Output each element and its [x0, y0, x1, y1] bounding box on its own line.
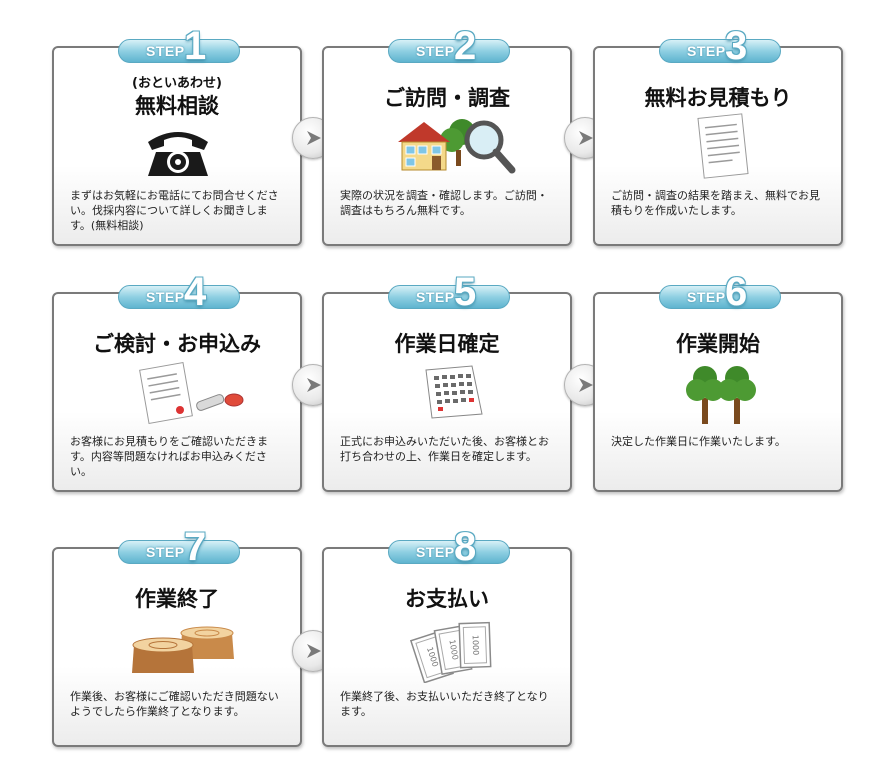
telephone-icon: [142, 124, 214, 184]
step-label: STEP: [146, 544, 185, 560]
step-card-8: STEP 8 お支払い 1000 1000 1000 作業終了後、お支払いいただ…: [322, 525, 572, 747]
step-card-7: STEP 7 作業終了 作業後、お客様にご確認いただき問題ないようでしたら作業終…: [52, 525, 302, 747]
step-description: 正式にお申込みいただいた後、お客様とお打ち合わせの上、作業日を確定します。: [340, 435, 549, 463]
trees-icon: [685, 360, 757, 432]
document-icon: [695, 112, 753, 186]
calendar-icon: [422, 362, 486, 426]
step-number: 2: [454, 24, 477, 68]
step-badge: STEP 1: [118, 24, 240, 68]
step-card-5: STEP 5 作業日確定 正式にお申込みいただいた後、お客様とお打ち合わせの上、…: [322, 270, 572, 492]
step-label: STEP: [687, 43, 726, 59]
step-title: お支払い: [405, 587, 489, 611]
step-label: STEP: [416, 544, 455, 560]
step-description: お客様にお見積もりをご確認いただきます。内容等問題なければお申込みください。: [70, 435, 268, 478]
step-title: 作業終了: [135, 587, 219, 611]
step-title: 作業開始: [676, 332, 760, 356]
step-description: 実際の状況を調査・確認します。ご訪問・調査はもちろん無料です。: [340, 189, 548, 217]
step-badge: STEP 7: [118, 525, 240, 569]
step-label: STEP: [687, 289, 726, 305]
step-number: 1: [184, 24, 207, 68]
step-number: 7: [184, 525, 207, 569]
tree-stumps-icon: [130, 625, 240, 683]
step-number: 5: [454, 270, 477, 314]
step-badge: STEP 5: [388, 270, 510, 314]
banknotes-icon: 1000 1000 1000: [408, 619, 498, 687]
step-subtitle: (おといあわせ): [132, 76, 222, 91]
step-description: ご訪問・調査の結果を踏まえ、無料でお見積もりを作成いたします。: [611, 189, 820, 217]
step-label: STEP: [146, 289, 185, 305]
step-title: 無料お見積もり: [644, 86, 792, 110]
step-card-1: STEP 1 (おといあわせ) 無料相談 まずはお気軽にお電話にてお問合せくださ…: [52, 24, 302, 246]
step-card-4: STEP 4 ご検討・お申込み お客様にお見積もりをご確認いただきます。内容等問…: [52, 270, 302, 492]
step-badge: STEP 8: [388, 525, 510, 569]
step-label: STEP: [146, 43, 185, 59]
step-label: STEP: [416, 289, 455, 305]
step-badge: STEP 3: [659, 24, 781, 68]
step-description: まずはお気軽にお電話にてお問合せください。伐採内容について詳しくお聞きします。(…: [70, 189, 279, 232]
step-badge: STEP 4: [118, 270, 240, 314]
step-badge: STEP 6: [659, 270, 781, 314]
step-number: 8: [454, 525, 477, 569]
step-card-2: STEP 2 ご訪問・調査 実際の状況を調査・確認します。ご訪問・調査はもちろん…: [322, 24, 572, 246]
step-number: 3: [725, 24, 748, 68]
step-card-6: STEP 6 作業開始 決定した作業日に作業いたします。: [593, 270, 843, 492]
house-magnifier-icon: [394, 114, 518, 182]
step-description: 決定した作業日に作業いたします。: [611, 435, 786, 448]
step-title: ご検討・お申込み: [93, 332, 261, 356]
step-badge: STEP 2: [388, 24, 510, 68]
step-card-3: STEP 3 無料お見積もり ご訪問・調査の結果を踏まえ、無料でお見積もりを作成…: [593, 24, 843, 246]
step-title: ご訪問・調査: [384, 86, 510, 110]
step-description: 作業終了後、お支払いいただき終了となります。: [340, 690, 549, 718]
step-number: 6: [725, 270, 748, 314]
step-title: 作業日確定: [394, 332, 500, 356]
banknote-value: 1000: [447, 639, 459, 661]
banknote-value: 1000: [471, 635, 481, 656]
step-title: 無料相談: [135, 94, 219, 118]
step-number: 4: [184, 270, 207, 314]
contract-stamp-icon: [138, 360, 248, 430]
step-label: STEP: [416, 43, 455, 59]
step-description: 作業後、お客様にご確認いただき問題ないようでしたら作業終了となります。: [70, 690, 279, 718]
